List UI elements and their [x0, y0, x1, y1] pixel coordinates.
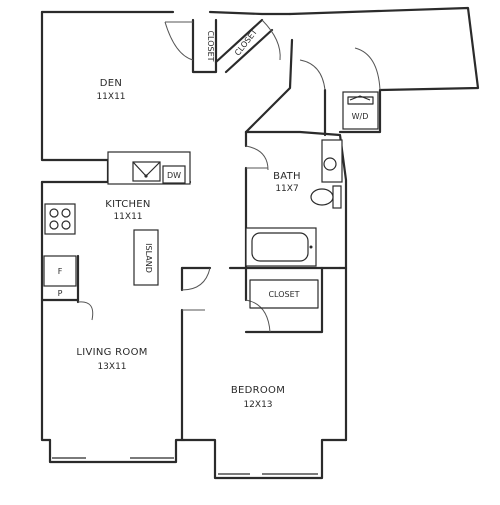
- dishwasher-box: [162, 165, 186, 184]
- washer-dryer-label: W/D: [352, 112, 369, 121]
- bath-size: 11X7: [275, 184, 298, 194]
- toilet-icon: [310, 188, 334, 206]
- kitchen-counter: [107, 151, 191, 185]
- den-label: DEN: [100, 78, 122, 89]
- toilet-tank: [332, 185, 342, 209]
- bath-sink-icon: [323, 157, 337, 171]
- window-bedroom-2: [262, 473, 318, 479]
- dishwasher-label: DW: [167, 171, 181, 180]
- bath-fixtures: [245, 139, 343, 267]
- door-bath: [245, 145, 269, 171]
- door-laundry-2: [354, 47, 381, 91]
- fridge-label: F: [58, 267, 63, 276]
- closet-left-label: CLOSET: [206, 30, 215, 61]
- sink-icon: [132, 161, 161, 182]
- door-laundry: [299, 59, 326, 91]
- bedroom-label: BEDROOM: [231, 385, 285, 396]
- stove-icon: [44, 203, 76, 235]
- doors: [77, 19, 381, 333]
- window-bedroom-1: [218, 473, 250, 479]
- bedroom-closet-box: [249, 279, 319, 309]
- windows: [52, 457, 318, 479]
- door-closet-right: [261, 19, 281, 61]
- window-living-2: [130, 457, 174, 463]
- island-box: [133, 229, 159, 286]
- bath-label: BATH: [273, 171, 301, 182]
- vanity: [321, 139, 343, 183]
- den-size: 11X11: [96, 92, 125, 102]
- bedroom-closet-label: CLOSET: [268, 290, 299, 299]
- living-room-label: LIVING ROOM: [76, 347, 147, 358]
- interior-walls: [40, 18, 382, 442]
- fridge-box: [43, 255, 77, 287]
- door-closet-left: [164, 21, 194, 61]
- island-label: ISLAND: [144, 243, 153, 273]
- living-room-size: 13X11: [97, 362, 126, 372]
- bedroom-size: 12X13: [243, 400, 272, 410]
- door-pantry: [77, 301, 94, 321]
- kitchen-label: KITCHEN: [105, 199, 150, 210]
- door-bedroom: [181, 267, 211, 291]
- kitchen-size: 11X11: [113, 212, 142, 222]
- washer-dryer: [342, 91, 379, 130]
- window-living-1: [52, 457, 86, 463]
- pantry-label: P: [58, 289, 63, 298]
